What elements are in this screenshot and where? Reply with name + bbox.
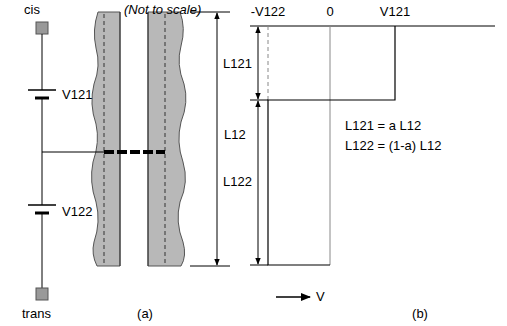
axis-label: 0 <box>326 5 333 19</box>
dimension-tick <box>250 265 268 266</box>
axis <box>250 26 495 27</box>
voltage-label: V121 <box>62 88 92 102</box>
battery-plate <box>28 204 56 206</box>
note: (Not to scale) <box>124 3 201 17</box>
voltage-label: V122 <box>62 205 92 219</box>
membrane-left <box>92 12 120 266</box>
dimension-label: L122 <box>223 175 252 189</box>
zero-line <box>330 26 331 265</box>
membrane-right <box>148 12 186 266</box>
pore-wall <box>120 12 121 266</box>
terminal-label: trans <box>22 307 51 321</box>
equation: L122 = (1-a) L12 <box>345 139 441 153</box>
axis-label: V <box>316 290 325 304</box>
equation: L121 = a L12 <box>345 119 421 133</box>
trans-terminal <box>36 288 48 300</box>
pore-wall <box>148 12 149 266</box>
dimension-tick <box>250 100 268 101</box>
panel-label: (b) <box>412 307 428 321</box>
dimension-arrow <box>217 13 218 265</box>
axis-label: V121 <box>380 5 410 19</box>
dimension-arrow <box>258 27 259 99</box>
battery-plate <box>28 89 56 91</box>
wire <box>42 34 43 90</box>
dimension-label: L12 <box>224 128 246 142</box>
dimension-arrow <box>258 101 259 264</box>
dashed-boundary <box>104 14 105 264</box>
cis-terminal <box>36 22 48 34</box>
wire <box>42 213 43 288</box>
dimension-label: L121 <box>223 57 252 71</box>
axis-label: -V122 <box>251 5 286 19</box>
dashed-boundary <box>165 14 166 264</box>
terminal-label: cis <box>24 3 40 17</box>
dashed-guide <box>268 26 269 100</box>
panel-label: (a) <box>137 307 153 321</box>
axis-arrow <box>276 296 310 298</box>
pore-cross-section <box>104 150 165 154</box>
dimension-tick <box>190 266 230 267</box>
wire <box>42 152 104 153</box>
